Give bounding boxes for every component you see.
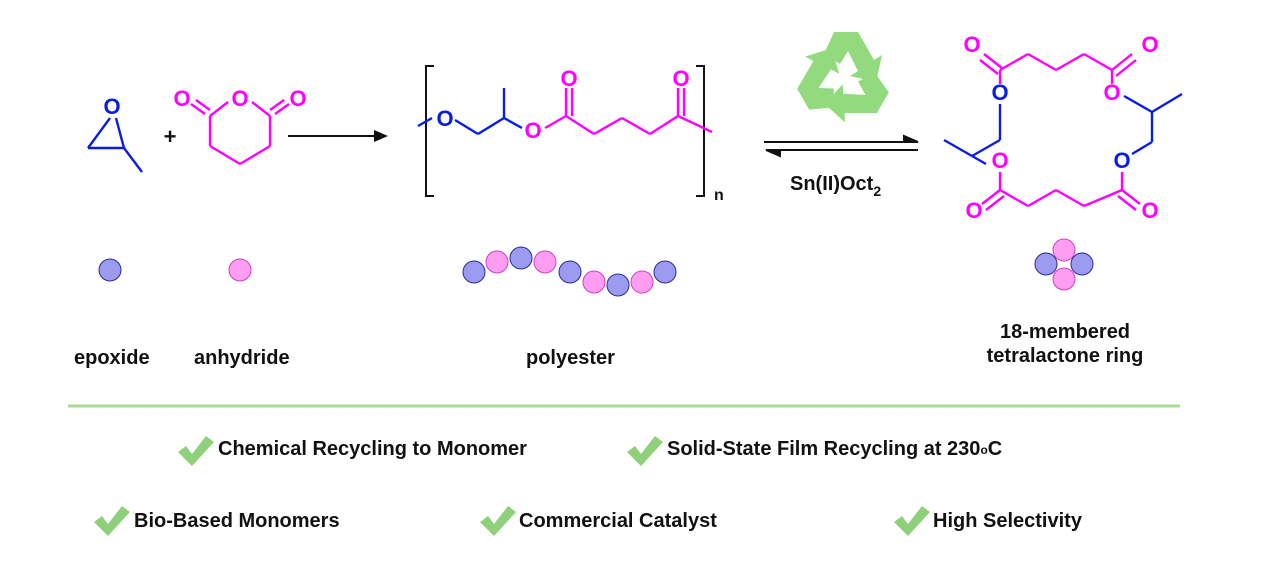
- feature-text: Chemical Recycling to Monomer: [218, 438, 527, 460]
- svg-text:O: O: [672, 66, 689, 91]
- feature-bio-based: Bio-Based Monomers: [134, 510, 340, 533]
- check-icon: [627, 436, 663, 466]
- svg-text:O: O: [524, 118, 541, 143]
- tetralactone-structure: O O O O O O O O: [943, 32, 1183, 223]
- epoxide-bead: [98, 258, 122, 282]
- equilibrium-arrow-icon: [764, 134, 919, 158]
- epoxide-structure: O: [87, 94, 143, 173]
- svg-text:O: O: [436, 106, 453, 131]
- recycle-icon: [785, 32, 894, 134]
- feature-text-unit: C: [987, 438, 1003, 460]
- feature-high-selectivity: High Selectivity: [933, 510, 1082, 533]
- svg-text:O: O: [173, 86, 190, 111]
- anhydride-structure: O O O: [173, 86, 307, 166]
- feature-commercial-catalyst: Commercial Catalyst: [519, 510, 717, 533]
- forward-arrow-icon: [288, 130, 388, 142]
- anhydride-label: anhydride: [194, 347, 290, 369]
- check-icon: [178, 436, 214, 466]
- feature-text: Commercial Catalyst: [519, 510, 717, 532]
- feature-chemical-recycling: Chemical Recycling to Monomer: [218, 438, 527, 461]
- check-icon: [480, 506, 516, 536]
- polyester-label: polyester: [526, 347, 615, 369]
- svg-text:O: O: [1113, 148, 1130, 173]
- polyester-structure: O O O O: [417, 65, 713, 197]
- degree-superscript: o: [980, 442, 988, 457]
- svg-text:O: O: [1141, 198, 1158, 223]
- polyester-bead-chain: [462, 246, 677, 297]
- svg-text:O: O: [991, 148, 1008, 173]
- svg-text:O: O: [991, 80, 1008, 105]
- svg-text:O: O: [560, 66, 577, 91]
- ring-label-line1: 18-membered: [999, 321, 1131, 343]
- svg-text:O: O: [1103, 80, 1120, 105]
- svg-text:O: O: [231, 86, 248, 111]
- svg-text:O: O: [963, 32, 980, 57]
- feature-text: Bio-Based Monomers: [134, 510, 340, 532]
- svg-text:O: O: [1141, 32, 1158, 57]
- check-icon: [94, 506, 130, 536]
- ring-label: 18-membered tetralactone ring: [960, 320, 1170, 368]
- svg-text:O: O: [965, 198, 982, 223]
- catalyst-label: Sn(II)Oct2: [790, 173, 881, 199]
- ring-label-line2: tetralactone ring: [986, 345, 1144, 367]
- anhydride-bead: [228, 258, 252, 282]
- feature-text: High Selectivity: [933, 510, 1082, 532]
- repeat-subscript: n: [714, 187, 724, 204]
- plus-sign: +: [164, 124, 177, 149]
- check-icon: [894, 506, 930, 536]
- svg-text:O: O: [289, 86, 306, 111]
- feature-text: Solid-State Film Recycling at 230: [667, 438, 981, 460]
- ring-bead-cluster: [1034, 238, 1094, 291]
- epoxide-label: epoxide: [74, 347, 150, 369]
- svg-text:O: O: [103, 94, 120, 119]
